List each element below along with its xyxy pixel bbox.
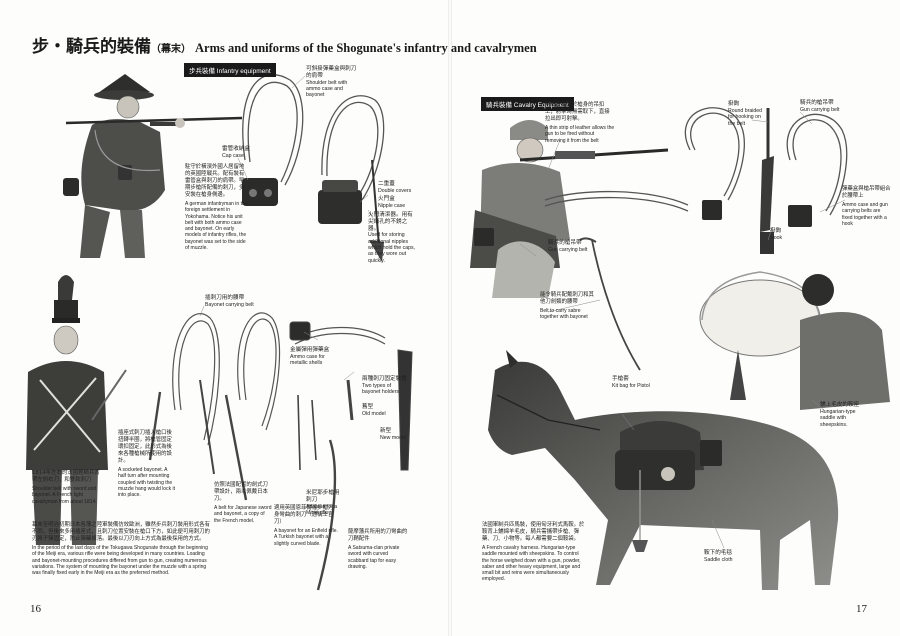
bayonet-belts bbox=[172, 312, 386, 446]
page-number-right: 17 bbox=[856, 603, 867, 615]
horse-illustration bbox=[488, 350, 839, 590]
caption-japanese-sword-belt: 仿照法國配置的劍式刀帶設計，兩以佩戴日本刀。A belt for Japanes… bbox=[214, 482, 272, 524]
cavalry-section-tag: 騎兵裝備 Cavalry Equipment bbox=[481, 97, 574, 111]
infantry-pouches bbox=[242, 159, 384, 262]
caption-bottom-summary: 幕末至明治初期日本各藩之陸軍裝備仿效歐洲，雖然步兵刺刀裝用形式各有不同，但後來多… bbox=[32, 522, 210, 577]
caption-socket-bayonet: 插座式刺刀插入槍口後扭轉半圈，將槍管固定環扣固定，此形式為後來各種槍械所使用的設… bbox=[118, 430, 175, 499]
infantry-soldier-illustration bbox=[63, 74, 243, 258]
infantry-section-tag: 步兵裝備 Infantry equipment bbox=[184, 63, 276, 77]
page-number-left: 16 bbox=[30, 603, 41, 615]
cavalryman-illustration bbox=[26, 275, 127, 545]
caption-enfield-bayonet: 適用英國恩菲爾德步槍刀身彎曲的刺刀（通稱士官刀）A bayonet for an… bbox=[274, 505, 338, 547]
cavalry-carbine-and-cases bbox=[579, 108, 812, 371]
label-nipple-cleaner: 火門清潔器。用有尖細孔的不銹之器。Used for storing additi… bbox=[368, 212, 416, 264]
sheepskin-saddle-illustration bbox=[699, 271, 890, 410]
caption-horse-harness: 法國軍制兵匹馬裝，使用匈牙利式馬鞍。於鞍背上鋪綿羊毛皮，騎兵需攜帶步槍、彈藥、刀… bbox=[482, 522, 585, 583]
caption-infantryman: 駐守於橫濱外國人居留地的英國陸戰兵。配有裝有雷管盒與刺刀的肩帶。早期步槍所配備的… bbox=[185, 164, 248, 251]
title-zh: 步・騎兵的裝備 bbox=[32, 37, 151, 57]
book-gutter bbox=[448, 0, 452, 636]
cavalry-belts bbox=[544, 107, 848, 216]
leader-lines bbox=[199, 75, 846, 549]
bayonet-blades bbox=[148, 321, 413, 591]
title-en: Arms and uniforms of the Shogunate's inf… bbox=[195, 41, 537, 55]
page-title: 步・騎兵的裝備（幕末） Arms and uniforms of the Shog… bbox=[32, 32, 537, 57]
cavalry-rifleman-illustration bbox=[470, 120, 669, 298]
title-zh-sub: （幕末） bbox=[151, 44, 191, 55]
caption-leather-strip: 用細皮繩繫於槍身的吊扣上，射擊時無需取下，直接拉出即可射擊。A thin str… bbox=[545, 102, 615, 144]
